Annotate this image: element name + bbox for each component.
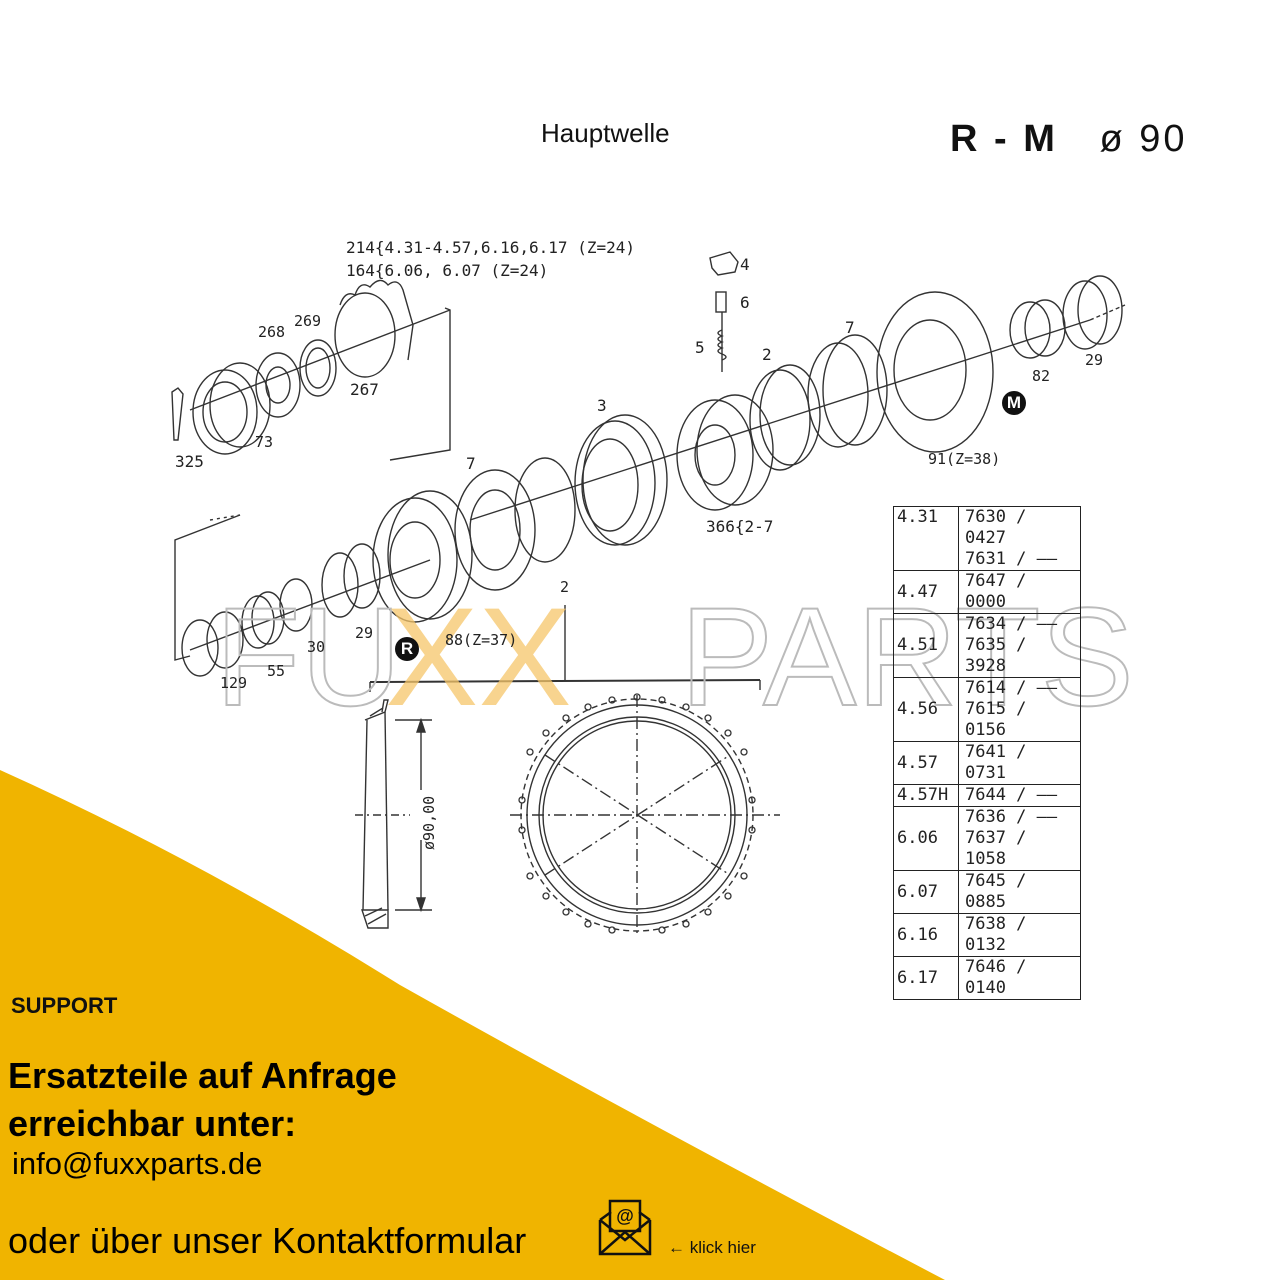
part-label-267: 267 [350,380,379,399]
support-email-link[interactable]: info@fuxxparts.de [12,1146,263,1181]
row-values: 7636 / ——7637 / 1058 [958,806,1081,871]
part-label-129: 129 [220,674,248,692]
part-label-325: 325 [175,452,204,471]
part-label-7-top: 7 [845,318,855,337]
part-label-4: 4 [740,255,750,274]
part-label-269: 269 [294,312,322,330]
support-headline: Ersatzteile auf Anfrage erreichbar unter… [8,1052,397,1148]
row-values: 7645 / 0885 [958,870,1081,914]
headline-line-2: erreichbar unter: [8,1103,297,1144]
part-label-55: 55 [267,662,286,680]
main-badge: M [1002,391,1026,415]
diagram-title: Hauptwelle [541,118,670,148]
row-key: 4.51 [893,613,959,678]
row-key: 4.57 [893,741,959,785]
row-key: 4.57H [893,784,959,807]
row-values: 7641 / 0731 [958,741,1081,785]
contact-form-text: oder über unser Kontaktformular [8,1220,527,1261]
click-here-link[interactable]: ← klick hier [668,1238,756,1258]
part-label-29-right: 29 [1085,351,1104,369]
code-prefix: R - M [950,118,1058,160]
callout-line-1: 214{4.31-4.57,6.16,6.17 (Z=24) [346,238,635,257]
row-key: 6.07 [893,870,959,914]
row-key: 6.06 [893,806,959,871]
row-key: 4.31 [893,506,959,571]
row-values: 7634 / ——7635 / 3928 [958,613,1081,678]
ring-teeth [518,693,756,934]
exploded-view-drawing [171,251,1126,935]
row-key: 4.47 [893,570,959,614]
part-label-7-mid: 7 [466,454,476,473]
diameter-symbol: ø [1099,118,1126,160]
row-key: 6.16 [893,913,959,957]
part-label-30: 30 [307,638,326,656]
click-here-label: klick hier [689,1238,756,1257]
part-label-366: 366{2-7 [706,517,774,536]
row-key: 6.17 [893,956,959,1000]
gearbox-code: R - M ø 90 [950,118,1188,161]
callout-line-2: 164{6.06, 6.07 (Z=24) [346,261,549,280]
code-value: 90 [1139,118,1188,160]
support-label: SUPPORT [11,993,118,1018]
part-label-73: 73 [255,433,274,451]
part-label-91: 91(Z=38) [928,450,1001,468]
row-key: 4.56 [893,677,959,742]
part-label-6: 6 [740,293,750,312]
part-label-29-left: 29 [355,624,374,642]
headline-line-1: Ersatzteile auf Anfrage [8,1055,397,1096]
svg-text:@: @ [616,1206,634,1226]
envelope-at-icon[interactable]: @ [597,1198,653,1256]
row-values: 7644 / —— [958,784,1081,807]
row-values: 7646 / 0140 [958,956,1081,1000]
arrow-left-icon: ← [668,1238,685,1257]
part-label-82: 82 [1032,367,1051,385]
row-values: 7638 / 0132 [958,913,1081,957]
part-label-5: 5 [695,338,705,357]
part-label-2-bottom: 2 [560,578,570,596]
part-label-268: 268 [258,323,286,341]
part-label-2-top: 2 [762,345,772,364]
part-label-88: 88(Z=37) [445,631,518,649]
row-values: 7647 / 0000 [958,570,1081,614]
row-values: 7614 / ——7615 / 0156 [958,677,1081,742]
dimension-label: ø90,00 [420,795,438,850]
part-label-3: 3 [597,396,607,415]
reverse-badge: R [395,637,419,661]
